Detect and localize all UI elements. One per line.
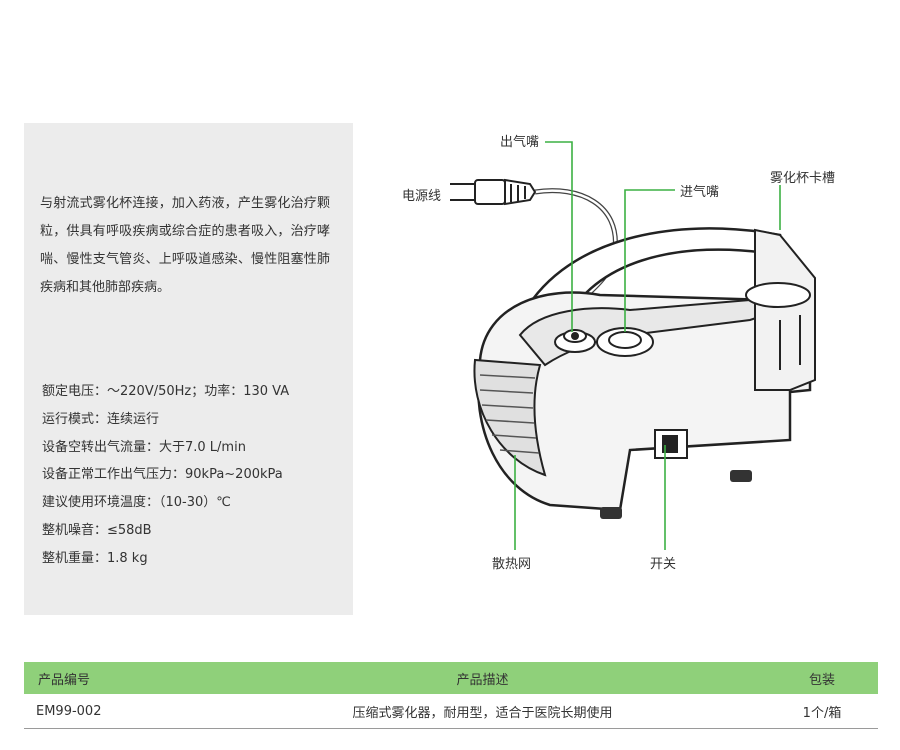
info-panel: 与射流式雾化杯连接，加入药液，产生雾化治疗颗粒，供具有呼吸疾病或综合症的患者吸入… [24,123,353,615]
header-product-code: 产品编号 [24,662,199,694]
callout-cup-slot: 雾化杯卡槽 [770,171,836,186]
nebulizer-figure: 出气嘴 电源线 进气嘴 雾化杯卡槽 散热网 开关 [370,110,890,600]
plug-icon [450,178,537,206]
outlet-nozzle [554,329,596,353]
cup-slot [745,228,816,391]
spec-noise: 整机噪音：≤58dB [42,522,152,538]
power-switch [654,429,688,459]
callout-vent: 散热网 [492,557,532,572]
callout-inlet: 进气嘴 [680,185,720,200]
cell-packaging: 1个/箱 [766,694,878,729]
spec-temperature: 建议使用环境温度：（10-30）℃ [42,495,231,511]
header-product-description: 产品描述 [199,662,766,694]
table-row: EM99-002 压缩式雾化器，耐用型，适合于医院长期使用 1个/箱 [24,694,878,729]
cell-product-code: EM99-002 [24,694,199,729]
inlet-cap [596,327,654,357]
callout-power-cord: 电源线 [402,189,442,204]
product-table: 产品编号 产品描述 包装 EM99-002 压缩式雾化器，耐用型，适合于医院长期… [24,662,878,729]
spec-flow: 设备空转出气流量：大于7.0 L/min [42,439,246,455]
callout-outlet: 出气嘴 [500,135,540,150]
table-header-row: 产品编号 产品描述 包装 [24,662,878,694]
vent-grille [473,358,547,477]
spec-list: 额定电压：～220V/50Hz；功率：130 VA 运行模式：连续运行 设备空转… [42,378,289,573]
spec-weight: 整机重量：1.8 kg [42,550,148,566]
leader-lines [514,141,781,550]
spec-pressure: 设备正常工作出气压力：90kPa~200kPa [42,467,283,483]
callout-switch: 开关 [650,557,677,572]
spec-mode: 运行模式：连续运行 [42,411,160,427]
feet [600,470,752,519]
product-description: 与射流式雾化杯连接，加入药液，产生雾化治疗颗粒，供具有呼吸疾病或综合症的患者吸入… [40,196,330,295]
header-packaging: 包装 [766,662,878,694]
nebulizer-illustration [450,141,816,550]
cell-product-description: 压缩式雾化器，耐用型，适合于医院长期使用 [199,694,766,729]
spec-voltage: 额定电压：～220V/50Hz；功率：130 VA [42,384,290,399]
